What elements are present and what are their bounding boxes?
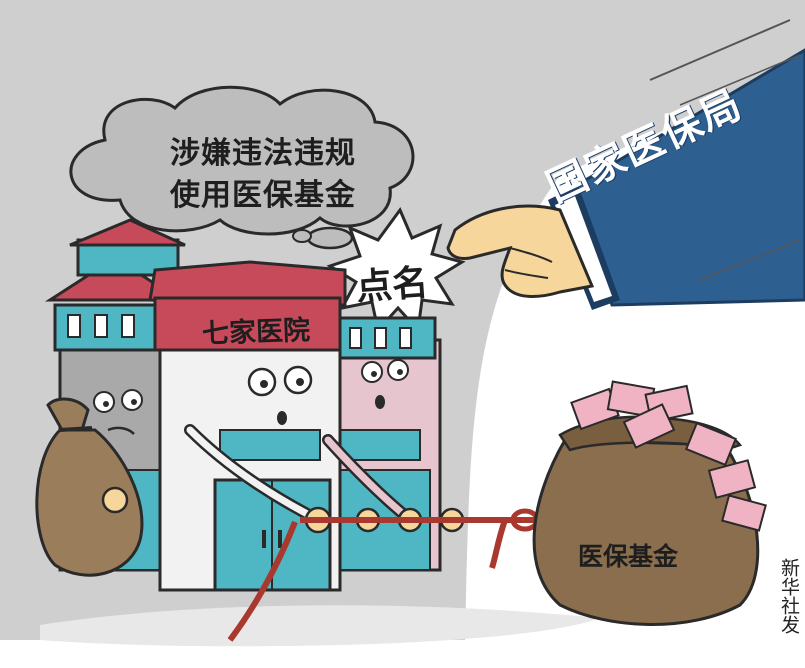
credit-label: 新华社发 (778, 558, 800, 634)
fund-bag-label: 医保基金 (577, 542, 678, 571)
speech-bubble-icon (69, 85, 415, 250)
pointing-hand-icon (446, 204, 595, 298)
burst-label: 点名 (354, 262, 430, 309)
right-building (328, 316, 442, 572)
money-bag-icon (35, 397, 144, 577)
speech-bubble-line-2: 使用医保基金 (170, 178, 356, 213)
speech-bubble-line-1: 涉嫌违法违规 (170, 136, 356, 171)
cash-stack-icon (570, 380, 767, 532)
sleeve-graphic (548, 19, 805, 310)
hospital-sign-label: 七家医院 (201, 315, 311, 350)
ground-shadow (40, 605, 600, 647)
burst-icon (326, 206, 466, 334)
